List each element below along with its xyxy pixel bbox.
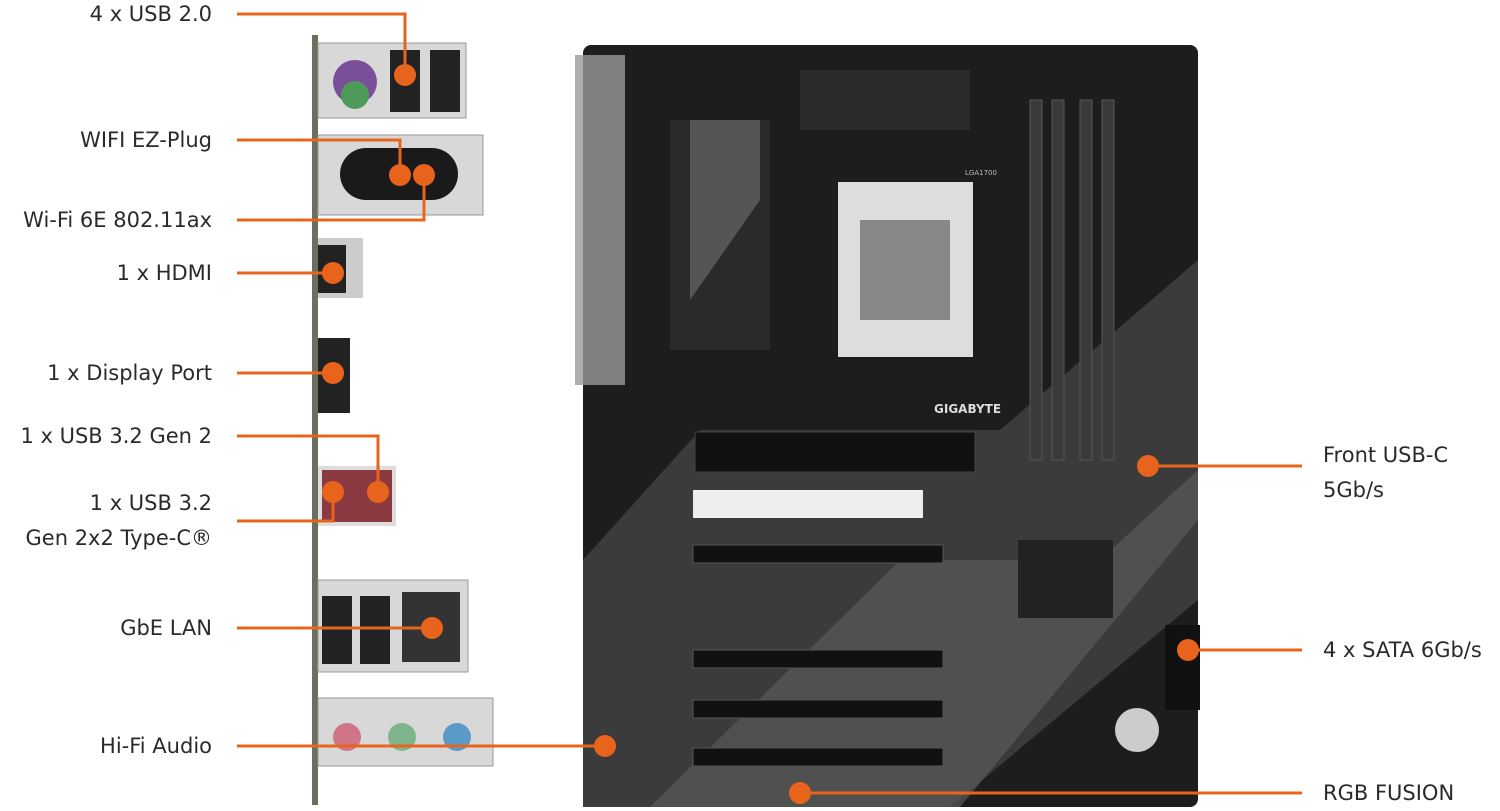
callout-front-usb-c-line1: Front USB-C xyxy=(1323,443,1449,467)
callout-usb32-type-c-line1: 1 x USB 3.2 xyxy=(89,491,212,515)
socket-label: LGA1700 xyxy=(965,169,997,177)
callout-wifi-6e: Wi-Fi 6E 802.11ax xyxy=(23,208,212,232)
callout-hdmi: 1 x HDMI xyxy=(116,261,212,285)
callout-rgb-fusion: RGB FUSION xyxy=(1323,781,1455,805)
callout-usb20: 4 x USB 2.0 xyxy=(89,2,212,26)
callout-gbe-lan: GbE LAN xyxy=(120,616,212,640)
callout-hifi-audio: Hi-Fi Audio xyxy=(100,734,212,758)
callout-sata: 4 x SATA 6Gb/s xyxy=(1323,638,1482,662)
callout-lines xyxy=(237,12,1302,795)
callout-displayport: 1 x Display Port xyxy=(47,361,212,385)
motherboard xyxy=(575,45,1200,807)
callout-front-usb-c-line2: 5Gb/s xyxy=(1323,478,1384,502)
callout-dots xyxy=(322,64,1199,804)
callout-wifi-ez-plug: WIFI EZ-Plug xyxy=(80,128,212,152)
callout-usb32-gen2: 1 x USB 3.2 Gen 2 xyxy=(20,424,212,448)
callout-usb32-type-c-line2: Gen 2x2 Type-C® xyxy=(25,526,212,550)
brand-logo: GIGABYTE xyxy=(934,402,1001,416)
io-bracket xyxy=(312,35,494,805)
